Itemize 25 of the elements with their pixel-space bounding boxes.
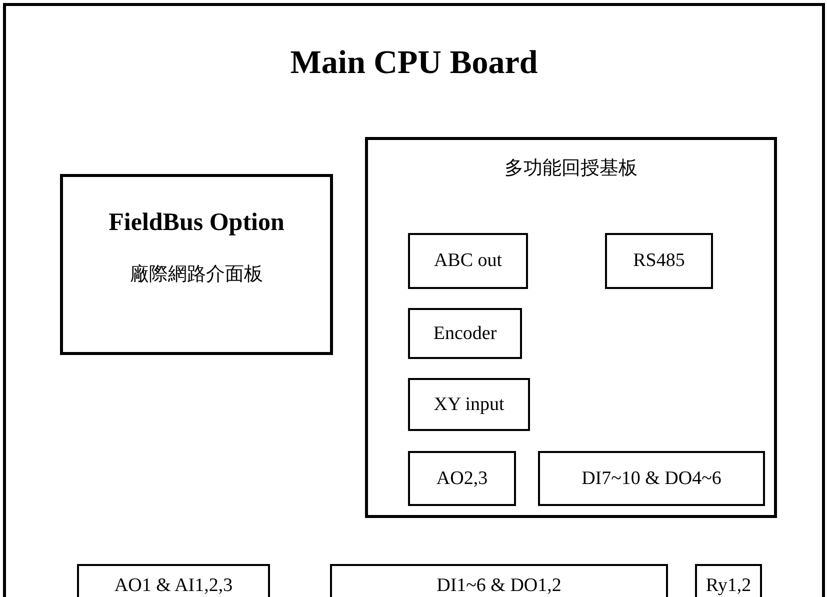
module-box (330, 564, 668, 597)
module-box (695, 564, 762, 597)
module-box (538, 451, 765, 506)
module-box (408, 233, 528, 289)
feedback-board-box (365, 137, 777, 518)
module-label: AO2,3 (435, 466, 489, 490)
board-title: Main CPU Board (289, 44, 539, 83)
option-board-box (60, 174, 333, 355)
module-label: ABC out (432, 249, 504, 273)
board-heading: FieldBus Option (108, 211, 286, 235)
module-label: XY input (432, 392, 506, 416)
module-label: Ry1,2 (704, 574, 752, 597)
module-label: Encoder (432, 322, 498, 346)
board-heading: 多功能回授基板 (504, 156, 638, 180)
board-frame (3, 3, 825, 597)
module-box (605, 233, 713, 289)
module-label: DI7~10 & DO4~6 (580, 466, 722, 490)
module-box (77, 564, 270, 597)
board-subtitle: 廠際網路介面板 (129, 262, 264, 286)
module-box (408, 378, 530, 431)
module-box (408, 308, 522, 359)
module-label: RS485 (632, 249, 686, 273)
module-box (408, 451, 516, 506)
module-label: DI1~6 & DO1,2 (436, 574, 562, 597)
module-label: AO1 & AI1,2,3 (113, 574, 234, 597)
